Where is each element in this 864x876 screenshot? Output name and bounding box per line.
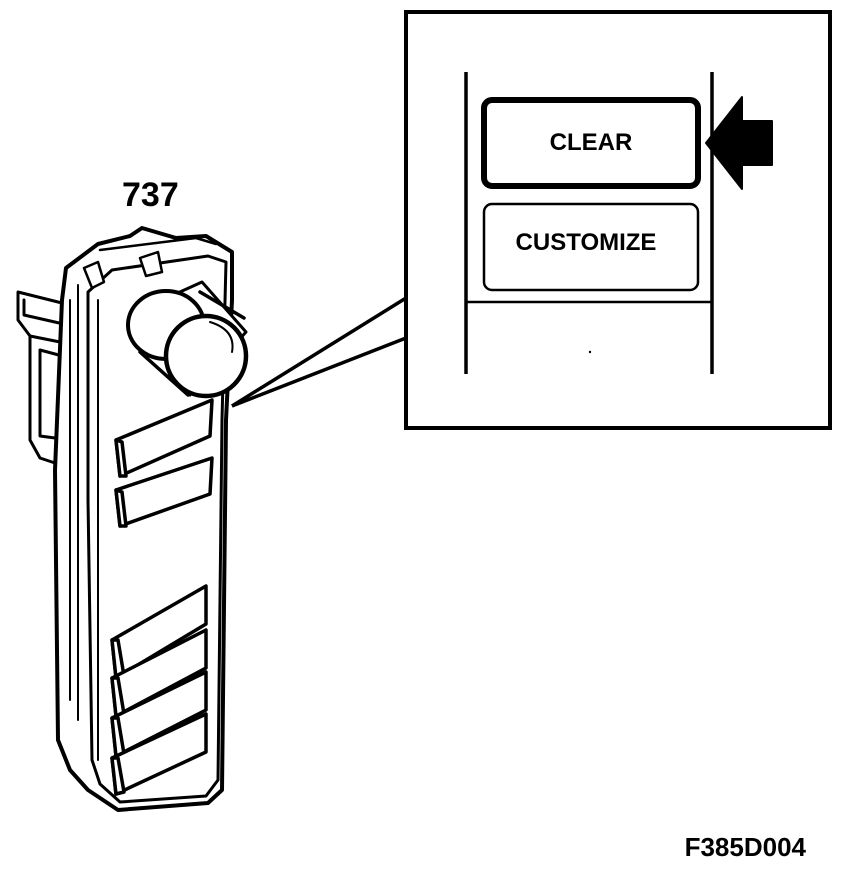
switch-module [16, 226, 249, 812]
module-button-customize [114, 456, 214, 528]
customize-button-label: CUSTOMIZE [516, 229, 657, 256]
module-button-stack [110, 584, 208, 796]
clear-button-label: CLEAR [550, 129, 633, 156]
pointer-arrow-icon [705, 96, 773, 190]
clear-button [481, 97, 701, 189]
customize-button [482, 202, 700, 292]
rotary-knob [126, 280, 249, 399]
figure-code-label: F385D004 [685, 832, 807, 862]
callout-box: CLEAR CUSTOMIZE [404, 10, 832, 430]
part-number-label: 737 [122, 176, 179, 214]
callout-leader [231, 296, 407, 408]
module-button-clear [114, 398, 214, 478]
